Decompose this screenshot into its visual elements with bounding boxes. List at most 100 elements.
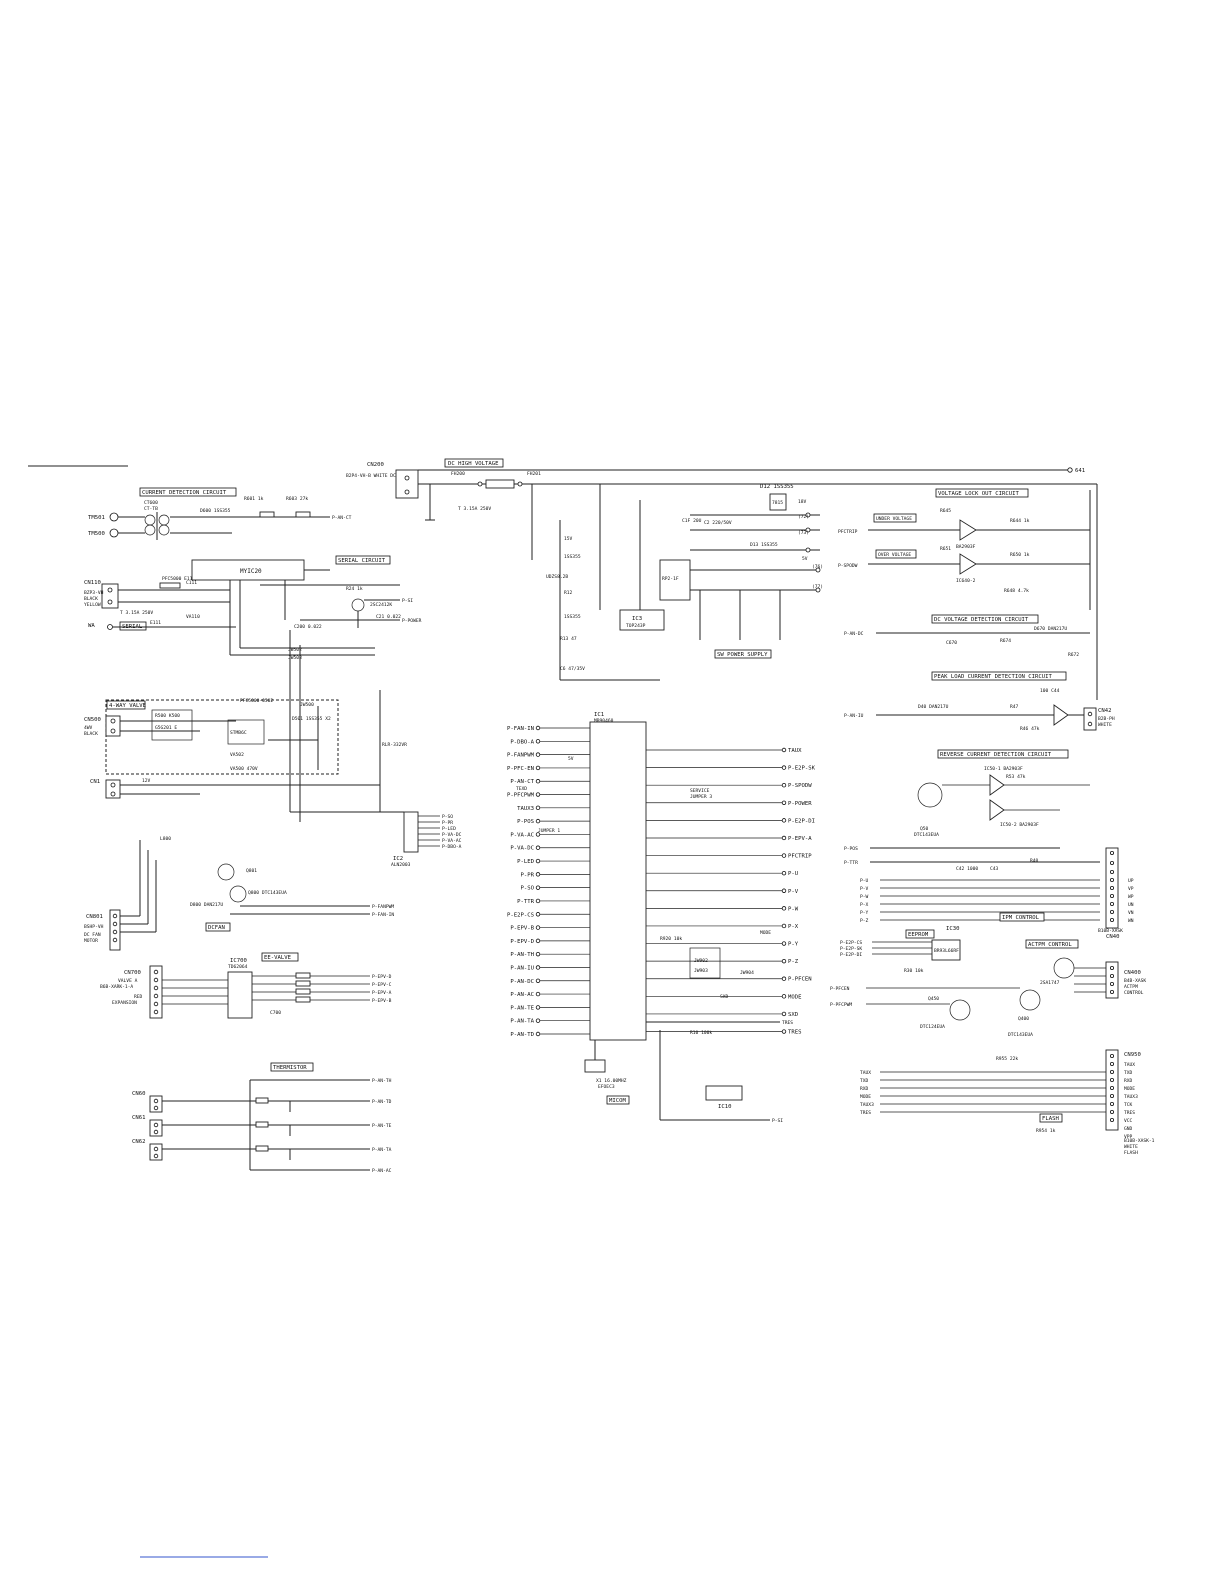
mcu-right-terminal bbox=[781, 1029, 787, 1034]
section-ipm-control: IPM CONTROL bbox=[999, 912, 1045, 922]
section-over-voltage: OVER VOLTAGE bbox=[875, 549, 917, 559]
mcu-left-net-label: TAUX3 bbox=[517, 806, 534, 812]
ic30-eeprom: IC30 BR93L66RF bbox=[931, 926, 961, 961]
cn400-connector: CN400 B4B-XASK ACTPM CONTROL bbox=[1105, 961, 1146, 999]
svg-text:PFC5000-0502: PFC5000-0502 bbox=[240, 698, 273, 704]
svg-text:BZP3-VH: BZP3-VH bbox=[84, 590, 104, 596]
mcu-right-net-label: TRES bbox=[788, 1030, 801, 1036]
svg-text:JW503: JW503 bbox=[288, 655, 302, 661]
section-current-detection: CURRENT DETECTION CIRCUIT bbox=[139, 487, 237, 497]
svg-text:DC FAN: DC FAN bbox=[84, 932, 101, 938]
svg-text:(77): (77) bbox=[812, 584, 823, 590]
svg-text:2SA1747: 2SA1747 bbox=[1040, 980, 1060, 986]
tm501-terminal: TM501 bbox=[88, 512, 119, 522]
svg-text:C200 0.022: C200 0.022 bbox=[294, 624, 322, 630]
svg-text:P-SO: P-SO bbox=[442, 814, 453, 820]
svg-text:C700: C700 bbox=[270, 1010, 281, 1016]
svg-text:1SS355: 1SS355 bbox=[564, 554, 581, 560]
svg-text:YELLOW: YELLOW bbox=[84, 602, 101, 608]
svg-text:P-E2P-DI: P-E2P-DI bbox=[840, 952, 862, 958]
svg-text:R645: R645 bbox=[940, 508, 951, 514]
svg-text:(76): (76) bbox=[812, 564, 823, 570]
svg-text:E111: E111 bbox=[150, 620, 161, 626]
svg-text:P-LED: P-LED bbox=[442, 826, 456, 832]
svg-text:P-PFCEN: P-PFCEN bbox=[830, 986, 850, 992]
svg-text:UNDER VOLTAGE: UNDER VOLTAGE bbox=[876, 516, 912, 522]
svg-text:18V: 18V bbox=[798, 499, 807, 505]
svg-text:BLACK: BLACK bbox=[84, 596, 98, 602]
svg-text:T 3.15A 250V: T 3.15A 250V bbox=[458, 506, 491, 512]
svg-text:FLASH: FLASH bbox=[1124, 1150, 1138, 1156]
section-sw-power-supply: SW POWER SUPPLY bbox=[714, 649, 772, 659]
svg-text:THERMISTOR: THERMISTOR bbox=[273, 1065, 307, 1071]
mcu-left-net-label: P-PFC-EN bbox=[507, 766, 534, 772]
svg-text:WA: WA bbox=[88, 623, 95, 629]
mcu-left-terminal bbox=[535, 1005, 541, 1010]
svg-text:P-AN-CT: P-AN-CT bbox=[332, 515, 352, 521]
mcu-right-net-label: P-Z bbox=[788, 959, 799, 965]
svg-text:P-EPV-B: P-EPV-B bbox=[372, 998, 392, 1004]
svg-text:SERIAL CIRCUIT: SERIAL CIRCUIT bbox=[338, 558, 386, 564]
svg-text:B2P4-VH-B WHITE DC VOLT IN: B2P4-VH-B WHITE DC VOLT IN bbox=[346, 473, 418, 479]
svg-text:CONTROL: CONTROL bbox=[1124, 990, 1144, 996]
mcu-left-net-label: P-E2P-CS bbox=[507, 912, 534, 918]
svg-text:C111: C111 bbox=[186, 580, 197, 586]
svg-text:D670 DAN217U: D670 DAN217U bbox=[1034, 626, 1067, 632]
mcu-left-net-label: P-AN-TA bbox=[510, 1019, 534, 1025]
svg-text:MODE: MODE bbox=[760, 930, 771, 936]
svg-text:CN1: CN1 bbox=[90, 779, 100, 785]
mcu-left-net-label: P-SO bbox=[521, 886, 535, 892]
svg-text:IC700: IC700 bbox=[230, 958, 247, 964]
mcu-left-terminal bbox=[535, 925, 541, 930]
mcu-left-terminal bbox=[535, 739, 541, 744]
mcu-right-terminal bbox=[781, 835, 787, 841]
svg-text:IC10: IC10 bbox=[718, 1104, 731, 1110]
mcu-right-net-label: P-POWER bbox=[788, 801, 812, 807]
svg-text:DC VOLTAGE DETECTION CIRCUIT: DC VOLTAGE DETECTION CIRCUIT bbox=[934, 617, 1029, 623]
mcu-left-net-label: P-AN-AC bbox=[510, 992, 534, 998]
flash-pin-2: RXD bbox=[1124, 1078, 1133, 1084]
svg-text:MOTOR: MOTOR bbox=[84, 938, 98, 944]
svg-text:C21 0.022: C21 0.022 bbox=[376, 614, 401, 620]
svg-text:R10 100k: R10 100k bbox=[690, 1030, 712, 1036]
svg-text:TRES: TRES bbox=[860, 1110, 871, 1116]
mcu-left-terminal bbox=[535, 912, 541, 917]
svg-text:P-VA-AC: P-VA-AC bbox=[442, 838, 462, 844]
svg-text:P-AN-TH: P-AN-TH bbox=[372, 1078, 392, 1084]
svg-text:IC2: IC2 bbox=[393, 856, 403, 862]
svg-text:P-AN-TE: P-AN-TE bbox=[372, 1123, 392, 1129]
tm500-terminal: TM500 bbox=[88, 528, 119, 538]
flash-pin-4: TAUX3 bbox=[1124, 1094, 1138, 1100]
svg-text:R601 1k: R601 1k bbox=[244, 496, 264, 502]
svg-text:RLR-332VR: RLR-332VR bbox=[382, 742, 407, 748]
svg-text:DTC143EUA: DTC143EUA bbox=[914, 832, 939, 838]
svg-text:VA500 470V: VA500 470V bbox=[230, 766, 258, 772]
mcu-left-terminal bbox=[535, 725, 541, 731]
svg-text:1SS355: 1SS355 bbox=[564, 614, 581, 620]
mcu-right-terminal bbox=[781, 782, 787, 788]
svg-text:BSHP-VH: BSHP-VH bbox=[84, 924, 104, 930]
svg-text:CT-TB: CT-TB bbox=[144, 506, 158, 512]
mcu-right-net-label: P-E2P-SK bbox=[788, 766, 816, 772]
mcu-left-terminal bbox=[535, 885, 541, 890]
mcu-left-terminal bbox=[535, 779, 541, 784]
mcu-left-net-label: P-VA-AC bbox=[510, 832, 534, 838]
svg-text:MODE: MODE bbox=[860, 1094, 871, 1100]
svg-text:ACTPM: ACTPM bbox=[1124, 984, 1138, 990]
svg-text:SW POWER SUPPLY: SW POWER SUPPLY bbox=[717, 652, 768, 658]
mcu-right-net-label: P-W bbox=[788, 906, 799, 912]
svg-text:P-FAN-IN: P-FAN-IN bbox=[372, 912, 394, 918]
svg-text:FH201: FH201 bbox=[527, 471, 541, 477]
mcu-right-terminal bbox=[781, 818, 787, 823]
mcu-right-net-label: SXD bbox=[788, 1012, 799, 1018]
svg-text:P-TTR: P-TTR bbox=[844, 860, 858, 866]
svg-text:P-Z: P-Z bbox=[860, 918, 869, 924]
svg-text:L800: L800 bbox=[160, 836, 171, 842]
svg-text:C6 47/35V: C6 47/35V bbox=[560, 666, 585, 672]
svg-text:R650 1k: R650 1k bbox=[1010, 552, 1030, 558]
svg-text:DTC124EUA: DTC124EUA bbox=[920, 1024, 945, 1030]
mcu-right-net-label: P-Y bbox=[788, 942, 799, 948]
svg-text:2SC2412K: 2SC2412K bbox=[370, 602, 392, 608]
svg-text:CT600: CT600 bbox=[144, 500, 158, 506]
cn950-connector: CN950 B10B-XASK-1 WHITE FLASH bbox=[1105, 1049, 1155, 1156]
